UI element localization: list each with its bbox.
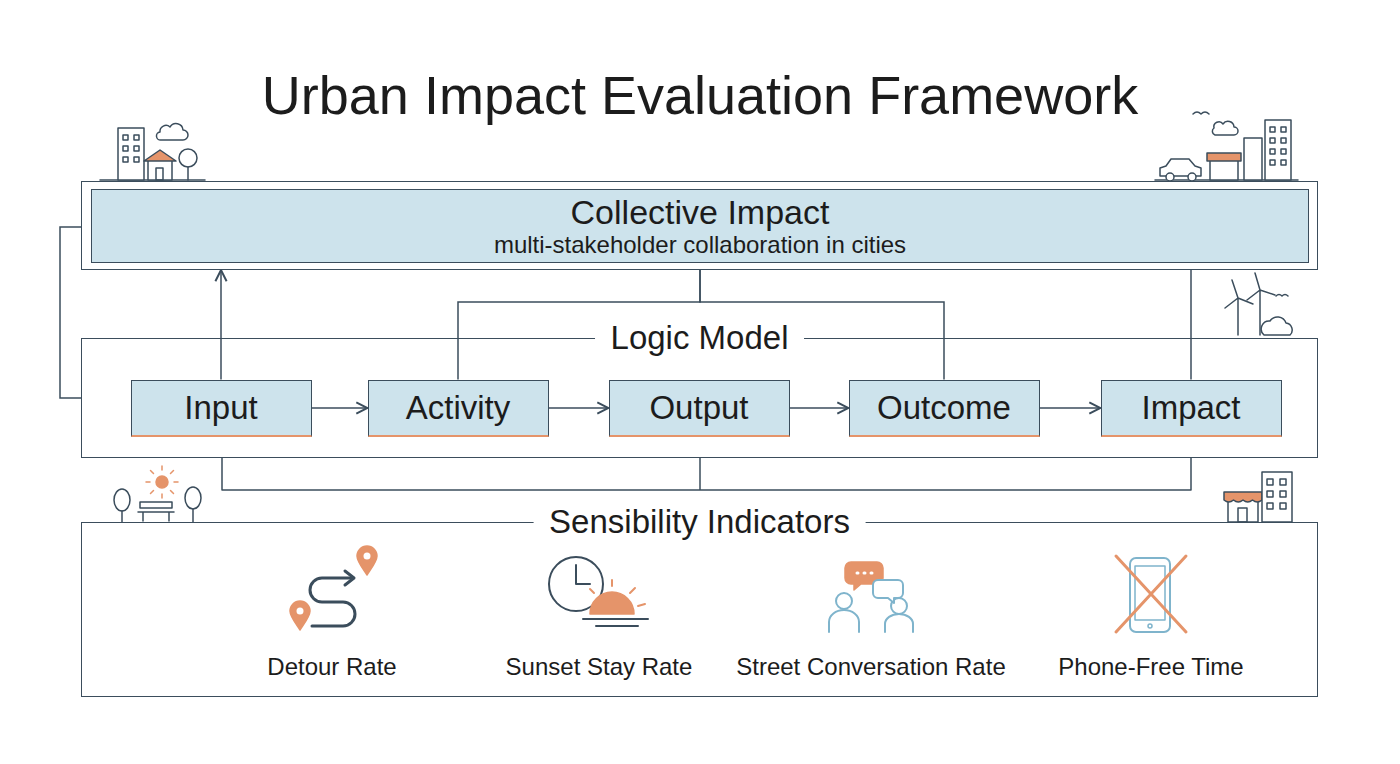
connector-line xyxy=(790,407,849,409)
detour-path xyxy=(310,578,355,626)
birds xyxy=(1193,112,1209,114)
indicator-label: Phone-Free Time xyxy=(991,652,1311,682)
setting-sun xyxy=(590,592,634,614)
horizon-lines xyxy=(583,619,648,626)
conversation-icon xyxy=(829,562,913,632)
indicator-label: Detour Rate xyxy=(172,652,492,682)
logic-step-box: Impact xyxy=(1101,380,1282,437)
birds xyxy=(1276,295,1288,297)
house-roof xyxy=(144,150,176,161)
connector-line xyxy=(220,270,222,380)
city-skyline-left xyxy=(100,124,205,180)
location-pin xyxy=(357,546,377,575)
cloud xyxy=(1212,121,1238,135)
person-body xyxy=(885,614,913,632)
cross-mark xyxy=(1116,556,1186,632)
tree xyxy=(179,149,197,167)
detour-icon xyxy=(290,546,377,630)
group-heading: Logic Model xyxy=(595,318,805,358)
bush xyxy=(1261,317,1292,335)
pin-hole xyxy=(297,608,304,615)
wind-turbine xyxy=(1225,280,1253,335)
bench-back xyxy=(140,502,172,508)
building-windows xyxy=(1267,479,1286,509)
group-heading: Sensibility Indicators xyxy=(533,502,866,542)
connector-line xyxy=(312,407,368,409)
wind-turbines xyxy=(1225,273,1292,335)
sunset-clock-icon xyxy=(549,557,648,626)
person-head xyxy=(836,593,852,609)
shop-awning xyxy=(1207,153,1241,161)
logic-step-box: Activity xyxy=(368,380,549,437)
bubble-dots xyxy=(857,572,872,575)
sun xyxy=(156,476,168,488)
bracket-line xyxy=(222,458,1191,490)
indicator-label: Street Conversation Rate xyxy=(711,652,1031,682)
tree-trunk xyxy=(121,511,123,522)
park-scene xyxy=(114,466,201,522)
band-heading: Collective Impact xyxy=(571,193,830,231)
shop xyxy=(1210,160,1238,180)
detour-arrowhead xyxy=(345,571,354,585)
tree xyxy=(185,487,201,509)
step-label: Outcome xyxy=(877,389,1011,427)
speech-bubble xyxy=(873,580,903,603)
connector-line xyxy=(1190,270,1192,380)
cloud xyxy=(156,124,188,140)
connector-line xyxy=(549,407,609,409)
sun-rays xyxy=(590,580,645,606)
connector-line xyxy=(60,227,81,398)
step-label: Input xyxy=(184,389,257,427)
bench xyxy=(138,512,174,521)
building xyxy=(1262,472,1292,522)
sun-rays xyxy=(146,466,178,498)
location-pin xyxy=(290,601,310,630)
collective-impact-band: Collective Impactmulti-stakeholder colla… xyxy=(81,181,1318,270)
shop-scene xyxy=(1224,472,1292,522)
step-label: Impact xyxy=(1141,389,1240,427)
car-wheel xyxy=(1166,173,1174,181)
shop xyxy=(1228,500,1258,522)
phone-button xyxy=(1148,624,1152,628)
diagram-title: Urban Impact Evaluation Framework xyxy=(0,60,1400,130)
step-label: Activity xyxy=(406,389,511,427)
building xyxy=(1244,138,1262,180)
indicator-label: Sunset Stay Rate xyxy=(439,652,759,682)
shop-awning xyxy=(1224,492,1262,502)
building-windows xyxy=(123,135,139,162)
car-wheel xyxy=(1188,173,1196,181)
step-label: Output xyxy=(649,389,748,427)
building xyxy=(1265,120,1291,180)
logic-step-box: Output xyxy=(609,380,790,437)
building-windows xyxy=(1270,127,1286,165)
logic-model-group: Logic ModelInputActivityOutputOutcomeImp… xyxy=(81,338,1318,458)
tree-trunk xyxy=(192,509,194,522)
phone-free-icon xyxy=(1116,556,1186,632)
house xyxy=(148,160,172,180)
clock-hands xyxy=(576,565,590,584)
connector-line xyxy=(1040,407,1101,409)
band-subtitle: multi-stakeholder collaboration in citie… xyxy=(494,231,906,259)
band-fill: Collective Impactmulti-stakeholder colla… xyxy=(91,189,1309,263)
tree xyxy=(114,489,130,511)
shop-door xyxy=(1238,508,1247,522)
building xyxy=(118,128,144,180)
person-body xyxy=(829,610,859,632)
logic-step-box: Input xyxy=(131,380,312,437)
city-skyline-right xyxy=(1155,112,1298,181)
house-door xyxy=(156,168,163,180)
tree-trunk xyxy=(187,167,189,180)
pin-hole xyxy=(364,553,371,560)
logic-step-box: Outcome xyxy=(849,380,1040,437)
